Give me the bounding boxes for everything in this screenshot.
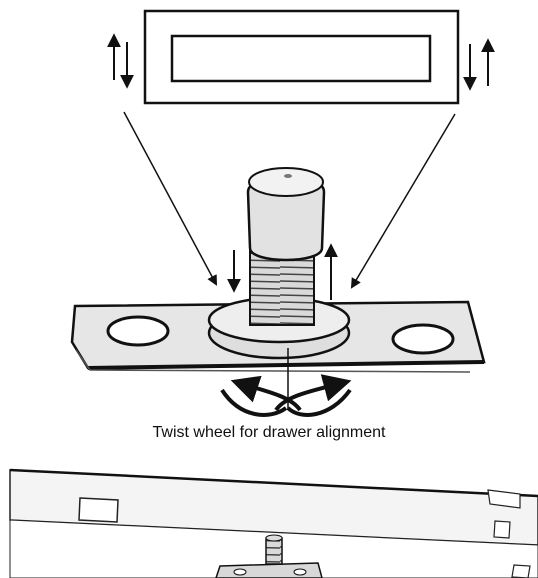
leader-arrows [123, 111, 456, 289]
curved-arrow-icon [220, 374, 352, 417]
up-down-arrow-icon [107, 33, 495, 91]
drawer-slot-frame [143, 9, 460, 105]
caption-text: Twist wheel for drawer alignment [152, 424, 386, 441]
threaded-bolt [246, 167, 326, 326]
up-down-arrow-icon [227, 243, 338, 300]
drawer-rail-photo [9, 468, 538, 578]
